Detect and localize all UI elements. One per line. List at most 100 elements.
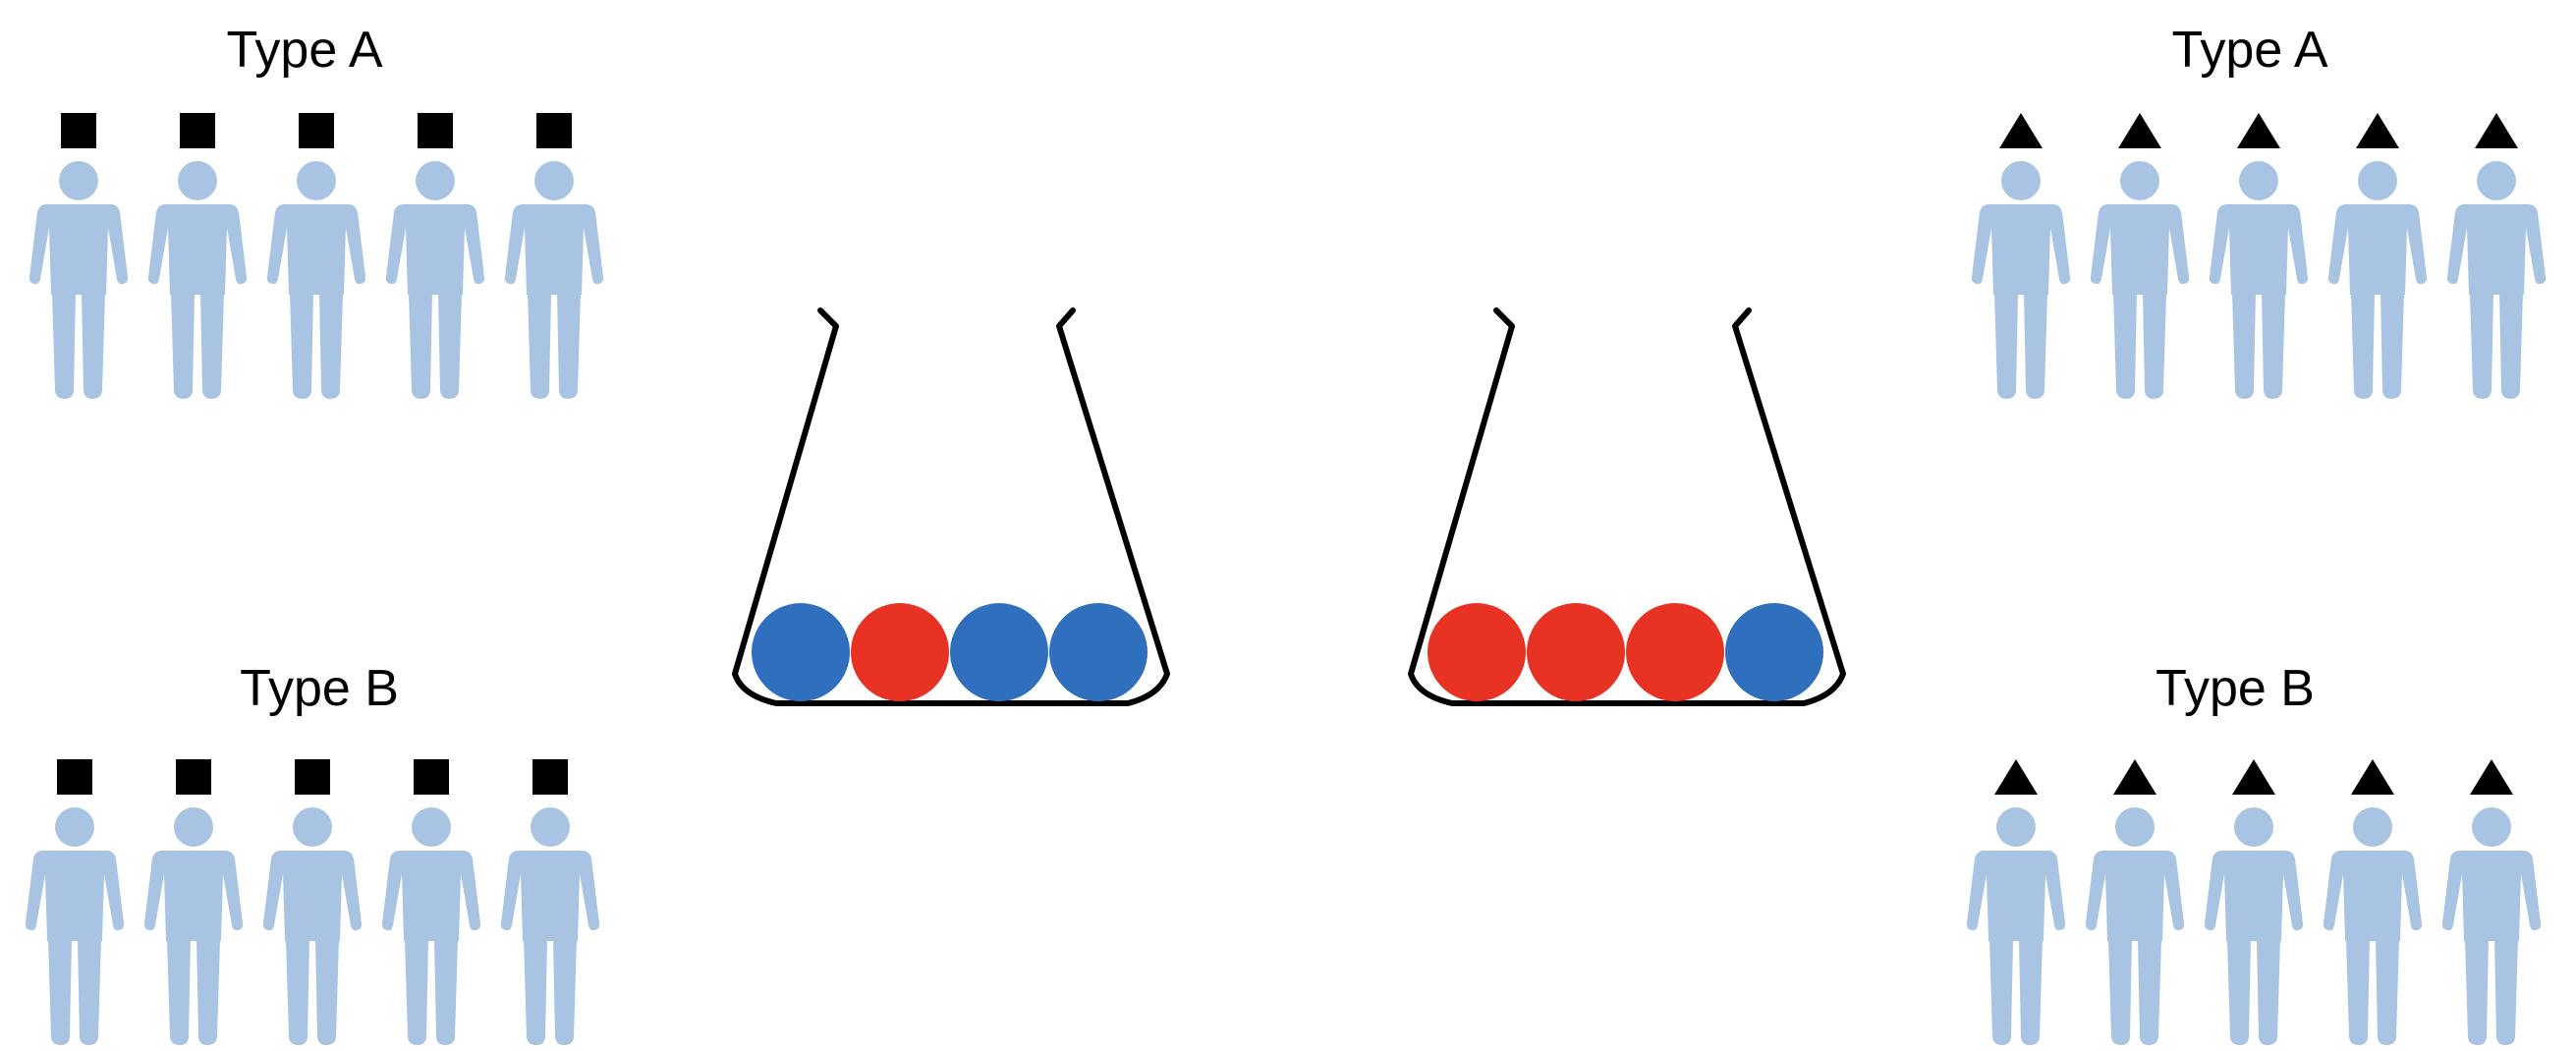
person-leg-right bbox=[2262, 293, 2285, 399]
triangle-hat-icon bbox=[1994, 759, 2038, 795]
person-leg-right bbox=[434, 939, 458, 1045]
person-leg-left bbox=[290, 293, 313, 399]
label-square-type-a: Type A bbox=[227, 22, 383, 79]
person-triangle-hat bbox=[2323, 759, 2423, 1045]
blue-ball bbox=[752, 603, 850, 701]
person-leg-left bbox=[2232, 293, 2256, 399]
person-head bbox=[293, 807, 332, 847]
person-square-hat bbox=[143, 759, 244, 1045]
person-torso bbox=[25, 851, 125, 941]
person-torso bbox=[2204, 851, 2304, 941]
person-head bbox=[2115, 807, 2155, 847]
triangle-hat-icon bbox=[2113, 759, 2156, 795]
label-triangle-type-a: Type A bbox=[2172, 22, 2328, 79]
person-torso bbox=[504, 204, 604, 295]
person-torso bbox=[28, 204, 129, 295]
person-leg-right bbox=[2380, 293, 2404, 399]
square-hat-icon bbox=[299, 113, 334, 148]
person-head bbox=[2353, 807, 2392, 847]
person-square-hat bbox=[381, 759, 481, 1045]
person-torso bbox=[381, 851, 481, 941]
person-torso bbox=[500, 851, 600, 941]
square-hat-icon bbox=[57, 759, 92, 795]
people-group-0 bbox=[28, 113, 604, 399]
person-leg-left bbox=[2351, 293, 2375, 399]
red-ball bbox=[1626, 603, 1724, 701]
person-square-hat bbox=[504, 113, 604, 399]
triangle-hat-icon bbox=[2470, 759, 2513, 795]
square-hat-icon bbox=[180, 113, 215, 148]
triangle-hat-icon bbox=[2237, 113, 2280, 148]
person-leg-right bbox=[2494, 939, 2518, 1045]
person-triangle-hat bbox=[2327, 113, 2428, 399]
person-triangle-hat bbox=[2090, 113, 2190, 399]
person-leg-left bbox=[2470, 293, 2493, 399]
person-head bbox=[2472, 807, 2511, 847]
person-head bbox=[297, 161, 336, 200]
person-leg-left bbox=[2346, 939, 2370, 1045]
person-torso bbox=[2085, 851, 2185, 941]
person-triangle-hat bbox=[2204, 759, 2304, 1045]
blue-ball bbox=[950, 603, 1048, 701]
person-head bbox=[1996, 807, 2036, 847]
triangle-hat-icon bbox=[2118, 113, 2161, 148]
square-hat-icon bbox=[414, 759, 449, 795]
person-square-hat bbox=[25, 759, 125, 1045]
person-triangle-hat bbox=[2441, 759, 2542, 1045]
person-square-hat bbox=[385, 113, 485, 399]
red-ball bbox=[1428, 603, 1526, 701]
square-hat-icon bbox=[61, 113, 96, 148]
square-hat-icon bbox=[295, 759, 330, 795]
beaker-2 bbox=[1408, 307, 1846, 706]
beaker-layer bbox=[732, 307, 1846, 706]
person-torso bbox=[385, 204, 485, 295]
people-group-2 bbox=[1971, 113, 2547, 399]
person-head bbox=[2234, 807, 2273, 847]
red-ball bbox=[851, 603, 949, 701]
triangle-hat-icon bbox=[2232, 759, 2275, 795]
triangle-hat-icon bbox=[2351, 759, 2394, 795]
person-head bbox=[412, 807, 451, 847]
person-leg-right bbox=[2143, 293, 2166, 399]
person-torso bbox=[2323, 851, 2423, 941]
person-head bbox=[55, 807, 94, 847]
square-hat-icon bbox=[176, 759, 211, 795]
person-head bbox=[2239, 161, 2278, 200]
person-torso bbox=[143, 851, 244, 941]
person-torso bbox=[266, 204, 366, 295]
person-square-hat bbox=[147, 113, 248, 399]
person-leg-left bbox=[1994, 293, 2018, 399]
blue-ball bbox=[1049, 603, 1148, 701]
person-leg-right bbox=[196, 939, 220, 1045]
person-triangle-hat bbox=[2085, 759, 2185, 1045]
person-leg-left bbox=[2108, 939, 2132, 1045]
person-leg-left bbox=[528, 293, 551, 399]
person-leg-right bbox=[315, 939, 339, 1045]
person-triangle-hat bbox=[1966, 759, 2066, 1045]
person-leg-left bbox=[171, 293, 195, 399]
beaker-1 bbox=[732, 307, 1170, 706]
person-leg-right bbox=[2024, 293, 2047, 399]
square-hat-icon bbox=[418, 113, 453, 148]
person-leg-right bbox=[557, 293, 581, 399]
person-leg-left bbox=[52, 293, 76, 399]
person-square-hat bbox=[262, 759, 363, 1045]
person-square-hat bbox=[266, 113, 366, 399]
person-leg-left bbox=[48, 939, 72, 1045]
person-leg-left bbox=[405, 939, 428, 1045]
person-head bbox=[174, 807, 213, 847]
person-torso bbox=[2446, 204, 2547, 295]
person-torso bbox=[147, 204, 248, 295]
person-torso bbox=[262, 851, 363, 941]
square-hat-icon bbox=[536, 113, 572, 148]
person-leg-left bbox=[286, 939, 309, 1045]
person-leg-right bbox=[319, 293, 343, 399]
person-head bbox=[2477, 161, 2516, 200]
person-torso bbox=[1971, 204, 2071, 295]
red-ball bbox=[1527, 603, 1625, 701]
person-torso bbox=[2441, 851, 2542, 941]
person-leg-left bbox=[167, 939, 191, 1045]
person-leg-left bbox=[2113, 293, 2137, 399]
person-leg-right bbox=[2019, 939, 2043, 1045]
